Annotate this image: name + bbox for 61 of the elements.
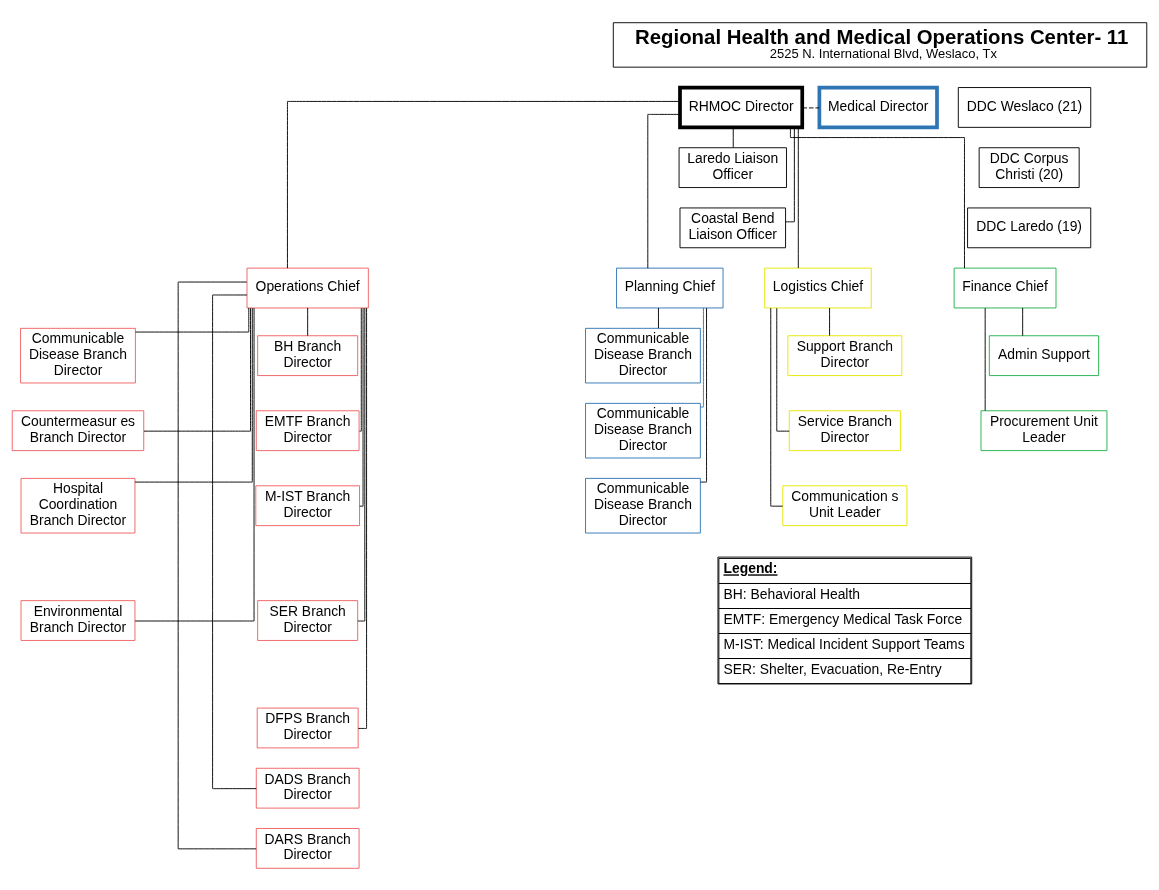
node-box: Procurement Unit Leader: [980, 409, 1108, 451]
node-box: Hospital Coordination Branch Director: [20, 477, 136, 533]
node-box: Environmental Branch Director: [20, 599, 136, 641]
node-box: Regional Health and Medical Operations Center- 11 2525 N. International Blvd, Weslaco, Tx: [612, 21, 1148, 68]
node-box: Support Branch Director: [787, 334, 903, 376]
node-box: Communicable Disease Branch Director: [20, 327, 136, 383]
node-box: Communication s Unit Leader: [782, 484, 908, 526]
node-box: Planning Chief: [616, 267, 724, 308]
node-box: Countermeasur es Branch Director: [11, 409, 145, 451]
node-box: Coastal Bend Liaison Officer: [679, 206, 787, 248]
node-box: DARS Branch Director: [255, 827, 360, 869]
connector: [776, 307, 790, 432]
connector: [357, 307, 366, 621]
label: BH: Behavioral Health: [723, 585, 861, 602]
connector: [357, 307, 368, 729]
node-box: Logistics Chief: [764, 267, 872, 308]
connector: [177, 281, 257, 849]
node-box: Admin Support: [988, 334, 1100, 376]
node-box: DDC Laredo (19): [967, 206, 1092, 248]
connector: [785, 126, 795, 222]
connector: [359, 307, 362, 432]
connector: [801, 106, 820, 108]
connector: [732, 126, 734, 148]
connector: [700, 307, 704, 408]
connector: [770, 307, 784, 507]
node-box: RHMOC Director: [678, 85, 805, 129]
node-box: DFPS Branch Director: [256, 707, 359, 748]
node-box: DADS Branch Director: [255, 767, 360, 809]
connector: [658, 307, 659, 329]
node-box: Operations Chief: [246, 267, 369, 308]
connector: [1022, 307, 1024, 336]
connector: [699, 307, 707, 483]
connector: [789, 126, 965, 269]
node-box: DDC Corpus Christi (20): [978, 146, 1080, 188]
node-box: Communicable Disease Branch Director: [585, 402, 701, 458]
connector: [287, 100, 681, 269]
label: SER: Shelter, Evacuation, Re-Entry: [723, 660, 942, 677]
connector: [134, 307, 253, 483]
label: M-IST: Medical Incident Support Teams: [723, 635, 965, 652]
connector: [307, 307, 309, 336]
connector: [797, 126, 799, 268]
node-box: DDC Weslaco (21): [957, 86, 1092, 128]
node-box: Communicable Disease Branch Director: [585, 327, 701, 383]
node-box: Laredo Liaison Officer: [678, 146, 787, 188]
connector: [134, 307, 255, 621]
connector: [135, 307, 250, 332]
connector: [647, 113, 681, 269]
connector: [829, 307, 831, 336]
node-box: M-IST Branch Director: [255, 484, 360, 526]
label: EMTF: Emergency Medical Task Force: [723, 610, 963, 627]
node-box: Service Branch Director: [788, 409, 901, 451]
node-box: Finance Chief: [953, 267, 1057, 308]
node-box: Communicable Disease Branch Director: [585, 477, 701, 533]
node-box: EMTF Branch Director: [255, 409, 360, 451]
label: Legend:: [723, 559, 778, 576]
connector: [359, 307, 364, 507]
node-box: Medical Director: [817, 85, 939, 129]
node-box: SER Branch Director: [257, 599, 359, 641]
connector: [212, 294, 257, 789]
connector: [143, 307, 251, 432]
node-box: BH Branch Director: [257, 334, 359, 376]
